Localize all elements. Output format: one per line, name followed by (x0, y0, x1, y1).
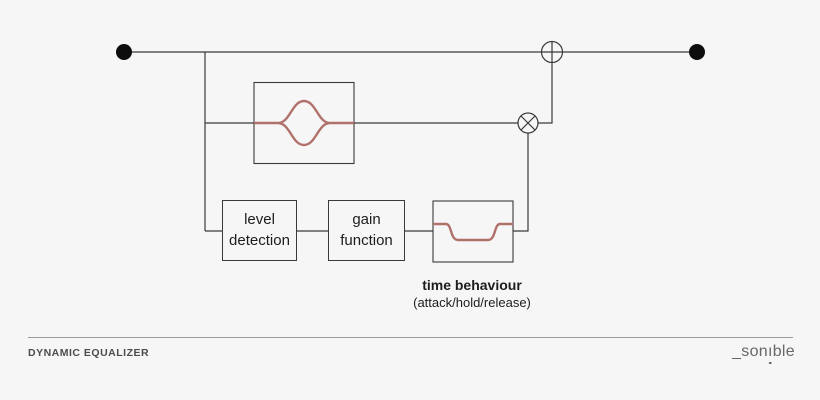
footer-title: DYNAMIC EQUALIZER (28, 347, 150, 359)
input-dot-icon (116, 44, 132, 60)
time-behaviour-caption: time behaviour (attack/hold/release) (362, 277, 582, 310)
brand-i-dot (769, 361, 772, 364)
brand-text-end: ble (772, 343, 795, 360)
time-behaviour-subtitle: (attack/hold/release) (413, 295, 531, 310)
time-behaviour-title: time behaviour (422, 277, 522, 293)
sum-node-icon (540, 40, 564, 64)
gain-function-label-line2: function (340, 231, 393, 249)
footer-divider (28, 337, 793, 338)
level-detection-label-line1: level (244, 211, 275, 229)
level-detection-block: level detection (222, 200, 297, 261)
brand-letter-i: ı (768, 343, 773, 364)
gain-function-block: gain function (328, 200, 405, 261)
level-detection-label-line2: detection (229, 231, 290, 249)
time-behaviour-block (432, 200, 514, 263)
multiply-node-icon (517, 112, 539, 134)
output-dot-icon (689, 44, 705, 60)
multiply-to-sum-wire (538, 62, 553, 124)
brand-prefix: _ (732, 343, 742, 360)
signal-flow-diagram (116, 40, 705, 263)
gain-function-label-line1: gain (352, 211, 381, 229)
bell-filter-curve-icon (254, 99, 354, 147)
filter-curve-block (253, 81, 355, 165)
brand-text-start: son (741, 343, 768, 360)
envelope-curve-icon (433, 222, 513, 242)
gain-control-wire (513, 133, 529, 232)
